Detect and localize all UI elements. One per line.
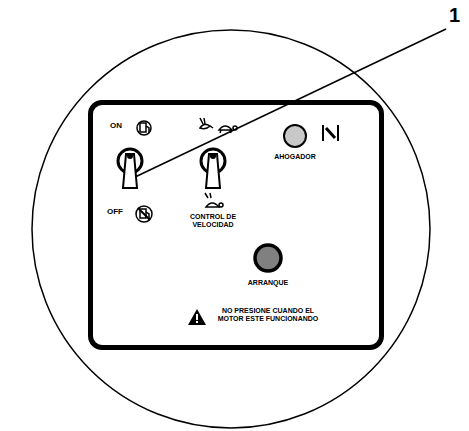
- warning-triangle: [188, 309, 206, 325]
- start-button: [255, 245, 281, 271]
- fast-icon: [200, 118, 213, 129]
- choke-button: [284, 125, 306, 147]
- panel-label: AHOGADOR: [265, 153, 325, 161]
- slow-icon: [205, 193, 223, 207]
- panel-label: ON: [101, 121, 131, 130]
- slow-icon: [219, 126, 237, 133]
- panel-label: NO PRESIONE CUANDO EL MOTOR ESTE FUNCION…: [214, 307, 322, 323]
- choke-symbol: [323, 125, 338, 141]
- fuel-toggle-switch: [118, 149, 142, 188]
- fuel-on-icon: [137, 121, 151, 135]
- panel-label: ARRANQUE: [238, 279, 298, 287]
- panel-label: CONTROL DE VELOCIDAD: [185, 213, 241, 229]
- detail-circle: [32, 30, 430, 428]
- callout-number: 1: [449, 4, 460, 27]
- speed-toggle-switch: [201, 149, 225, 188]
- panel-label: OFF: [100, 207, 130, 216]
- control-panel: ON OFF CONTROL DE VELOCIDAD AHOGADOR ARRANQU…: [88, 100, 384, 350]
- fuel-off-icon: [136, 206, 152, 222]
